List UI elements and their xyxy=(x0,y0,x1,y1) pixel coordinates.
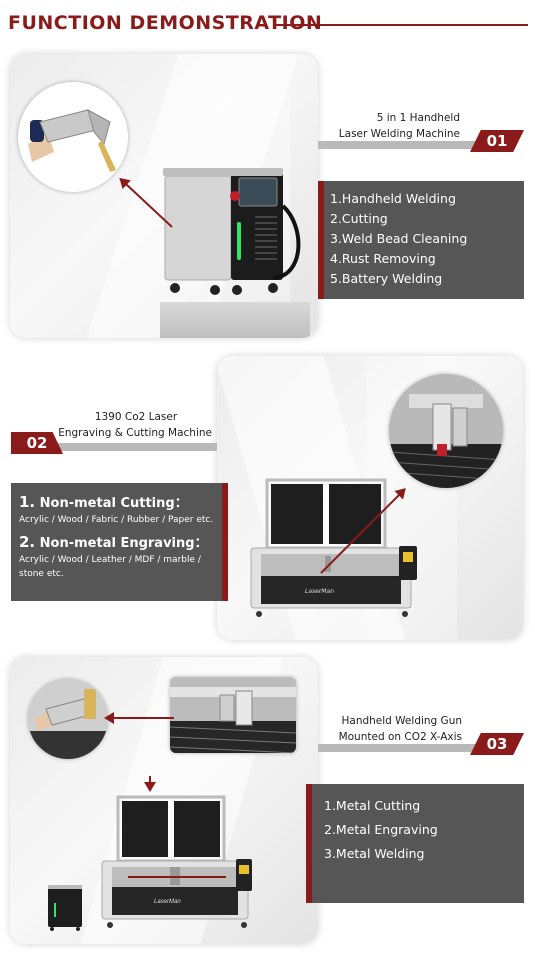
brand-label: LaserMan xyxy=(305,588,334,595)
section-3-arrow-horizontal xyxy=(106,717,174,719)
laser-gun-circle xyxy=(28,679,108,759)
header-rule xyxy=(274,24,528,26)
section-1-tag-line xyxy=(318,141,488,149)
section-3-card: LaserMan xyxy=(10,657,318,944)
laser-head-closeup-icon xyxy=(170,687,296,753)
laser-gun-icon xyxy=(28,108,121,179)
feature-group-detail: Acrylic / Wood / Leather / MDF / marble … xyxy=(19,555,201,579)
caption-line: Engraving & Cutting Machine xyxy=(58,427,212,439)
laser-gun-icon xyxy=(28,689,108,759)
co2-laser-machine-icon: LaserMan xyxy=(101,795,252,928)
feature-group-title: 1. Non-metal Cutting： xyxy=(19,493,214,513)
feature-item: 1.Metal Cutting xyxy=(324,798,421,813)
section-1-number: 01 xyxy=(470,130,524,152)
feature-group-detail: Acrylic / Wood / Fabric / Rubber / Paper… xyxy=(19,515,214,525)
feature-group-num: 2. xyxy=(19,533,36,551)
welding-machine-icon xyxy=(163,168,301,295)
feature-item: 4.Rust Removing xyxy=(330,251,436,266)
laser-head-circle xyxy=(389,374,503,488)
brand-label: LaserMan xyxy=(154,899,181,905)
section-3-number: 03 xyxy=(470,733,524,755)
feature-item: 1.Handheld Welding xyxy=(330,191,456,206)
feature-group-num: 1. xyxy=(19,493,36,511)
feature-group-title: 2. Non-metal Engraving： xyxy=(19,533,214,553)
section-1-caption: 5 in 1 Handheld Laser Welding Machine xyxy=(320,110,460,142)
page-title: FUNCTION DEMONSTRATION xyxy=(8,12,323,34)
section-2-tag-line xyxy=(40,443,217,451)
section-3-arrow-vertical xyxy=(149,776,151,790)
pedestal xyxy=(160,302,310,338)
feature-item: 3.Metal Welding xyxy=(324,846,425,861)
caption-line: 5 in 1 Handheld xyxy=(376,112,460,124)
section-3-tag-line xyxy=(318,744,488,752)
caption-line: 1390 Co2 Laser xyxy=(94,411,178,423)
caption-line: Mounted on CO2 X-Axis xyxy=(338,731,462,743)
section-1-card xyxy=(10,54,318,338)
caption-line: Laser Welding Machine xyxy=(338,128,460,140)
section-3-feature-box: 1.Metal Cutting 2.Metal Engraving 3.Meta… xyxy=(306,784,524,903)
laser-head-closeup-icon xyxy=(389,394,503,488)
section-2-number: 02 xyxy=(11,432,63,454)
section-1-feature-list: 1.Handheld Welding 2.Cutting 3.Weld Bead… xyxy=(330,189,512,289)
co2-laser-machine-icon: LaserMan xyxy=(250,478,417,617)
welding-machine-icon xyxy=(48,885,82,931)
section-3-caption: Handheld Welding Gun Mounted on CO2 X-Ax… xyxy=(320,713,462,745)
feature-item: 2.Metal Engraving xyxy=(324,822,438,837)
feature-group-label: Non-metal Engraving： xyxy=(35,536,208,551)
section-2-caption: 1390 Co2 Laser Engraving & Cutting Machi… xyxy=(40,409,212,441)
feature-group-label: Non-metal Cutting： xyxy=(35,496,188,511)
section-2-feature-box: 1. Non-metal Cutting： Acrylic / Wood / F… xyxy=(11,483,228,601)
feature-item: 5.Battery Welding xyxy=(330,271,443,286)
caption-line: Handheld Welding Gun xyxy=(341,715,462,727)
section-3-feature-list: 1.Metal Cutting 2.Metal Engraving 3.Meta… xyxy=(324,794,506,866)
laser-head-closeup xyxy=(170,677,296,753)
feature-item: 3.Weld Bead Cleaning xyxy=(330,231,468,246)
feature-item: 2.Cutting xyxy=(330,211,388,226)
section-2-card: LaserMan xyxy=(217,356,523,640)
section-1-feature-box: 1.Handheld Welding 2.Cutting 3.Weld Bead… xyxy=(318,181,524,299)
laser-gun-circle xyxy=(18,82,128,192)
